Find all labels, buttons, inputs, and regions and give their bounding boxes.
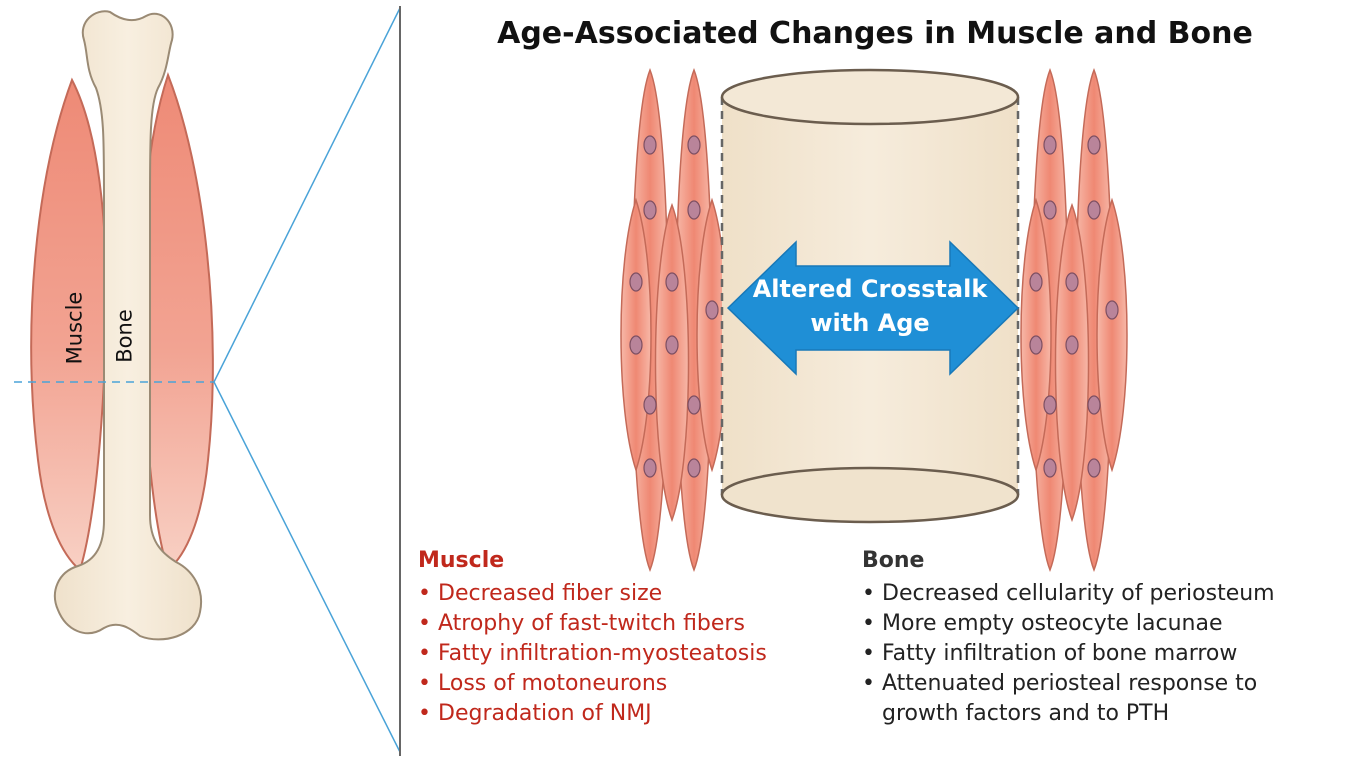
muscle-changes-list: Muscle Decreased fiber size Atrophy of f…: [418, 548, 838, 729]
muscle-item: Loss of motoneurons: [418, 669, 838, 699]
crosstalk-label-line2: with Age: [735, 306, 1005, 340]
cell-nucleus: [706, 301, 718, 319]
zoom-line-top: [214, 8, 400, 382]
cell-nucleus: [688, 459, 700, 477]
muscle-fibers-left: [621, 70, 727, 570]
cell-nucleus: [644, 136, 656, 154]
cell-nucleus: [1044, 459, 1056, 477]
cell-nucleus: [1088, 136, 1100, 154]
cell-nucleus: [688, 136, 700, 154]
cell-nucleus: [1088, 396, 1100, 414]
cell-nucleus: [1044, 136, 1056, 154]
cell-nucleus: [1066, 336, 1078, 354]
bone-item: Fatty infiltration of bone marrow: [862, 639, 1332, 669]
bone-item: Attenuated periosteal response to growth…: [862, 669, 1332, 729]
cylinder-bottom-ellipse: [722, 468, 1018, 522]
bone-item: Decreased cellularity of periosteum: [862, 579, 1332, 609]
diagram-title: Age-Associated Changes in Muscle and Bon…: [405, 16, 1345, 51]
cell-nucleus: [1030, 336, 1042, 354]
cell-nucleus: [1106, 301, 1118, 319]
cell-nucleus: [1030, 273, 1042, 291]
cell-nucleus: [688, 396, 700, 414]
crosstalk-label-line1: Altered Crosstalk: [735, 272, 1005, 306]
muscle-item: Atrophy of fast-twitch fibers: [418, 609, 838, 639]
zoom-line-bottom: [214, 382, 400, 752]
cell-nucleus: [644, 201, 656, 219]
cell-nucleus: [1088, 201, 1100, 219]
muscle-item: Decreased fiber size: [418, 579, 838, 609]
cell-nucleus: [644, 396, 656, 414]
cell-nucleus: [630, 273, 642, 291]
crosstalk-label: Altered Crosstalk with Age: [735, 272, 1005, 340]
muscle-heading: Muscle: [418, 548, 838, 573]
cell-nucleus: [666, 336, 678, 354]
limb-label-bone: Bone: [113, 309, 137, 362]
bone-changes-list: Bone Decreased cellularity of periosteum…: [862, 548, 1332, 729]
cell-nucleus: [1066, 273, 1078, 291]
right-muscle-belly: [142, 75, 213, 570]
muscle-item: Degradation of NMJ: [418, 699, 838, 729]
bone-heading: Bone: [862, 548, 1332, 573]
cell-nucleus: [1044, 201, 1056, 219]
cell-nucleus: [1088, 459, 1100, 477]
cell-nucleus: [644, 459, 656, 477]
limb-illustration: [14, 8, 400, 752]
cell-nucleus: [666, 273, 678, 291]
cell-nucleus: [688, 201, 700, 219]
muscle-fibers-right: [1021, 70, 1127, 570]
limb-label-muscle: Muscle: [62, 292, 86, 365]
cell-nucleus: [1044, 396, 1056, 414]
cell-nucleus: [630, 336, 642, 354]
bone-item: More empty osteocyte lacunae: [862, 609, 1332, 639]
cylinder-top-ellipse: [722, 70, 1018, 124]
muscle-item: Fatty infiltration-myosteatosis: [418, 639, 838, 669]
